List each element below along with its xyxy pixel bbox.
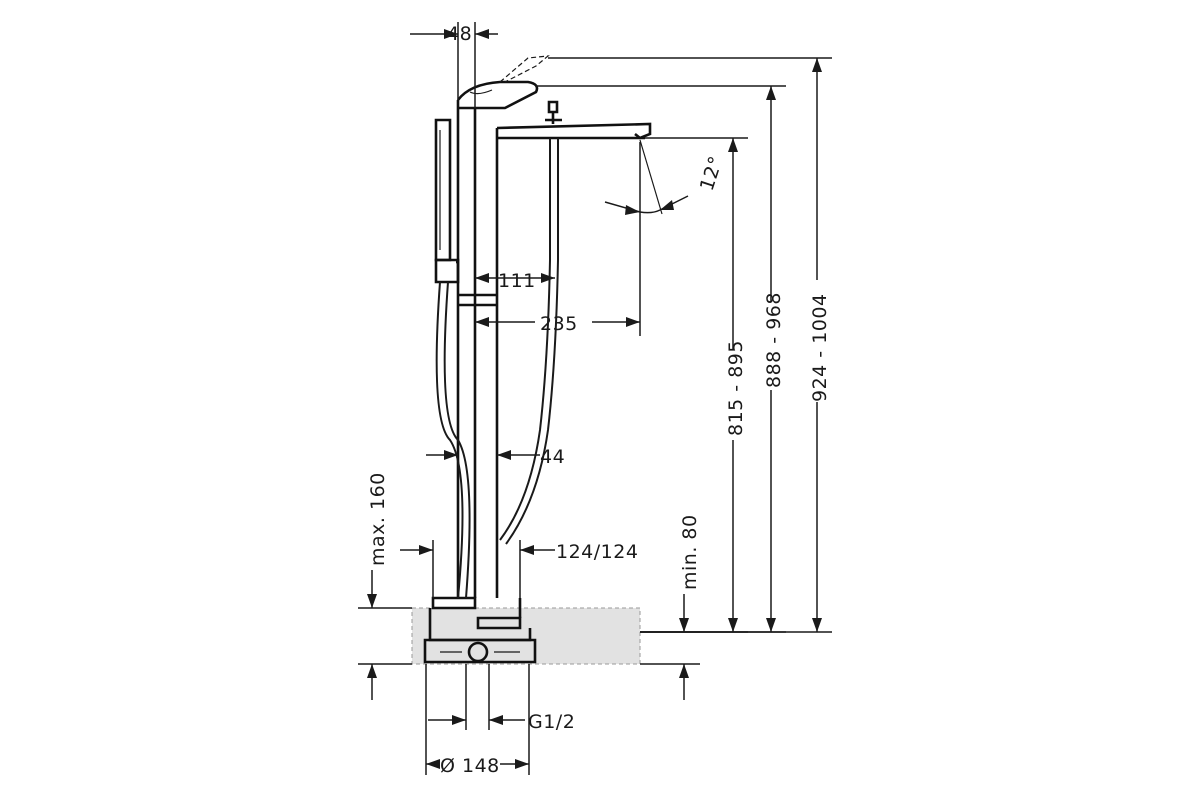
dim-spout-reach: 235 — [475, 142, 641, 336]
dim-thread-label: G1/2 — [528, 711, 575, 733]
dim-col-width-label: 44 — [540, 446, 565, 468]
dim-flange-dia: Ø 148 — [425, 664, 530, 777]
dim-height-total-label: 924 - 1004 — [809, 293, 831, 402]
dim-width-top-label: 48 — [447, 23, 472, 45]
dim-height-spout-label: 815 - 895 — [725, 340, 747, 436]
dim-max-cover-label: max. 160 — [367, 472, 389, 566]
dim-spout-reach-label: 235 — [540, 313, 578, 335]
dim-thread: G1/2 — [428, 664, 575, 733]
dim-max-cover: max. 160 — [358, 472, 412, 700]
hand-shower — [434, 118, 460, 284]
dim-height-lever-label: 888 - 968 — [763, 292, 785, 388]
dim-base-width-label: 124/124 — [556, 541, 638, 563]
dim-height-total: 924 - 1004 — [548, 57, 832, 633]
dim-col-width: 44 — [426, 446, 565, 468]
dim-spout-inner: 111 — [475, 270, 555, 292]
dim-flange-dia-label: Ø 148 — [440, 755, 500, 777]
dim-min-cover-label: min. 80 — [679, 514, 701, 590]
dim-angle-label: 12° — [696, 153, 728, 193]
dim-base-width: 124/124 — [400, 540, 638, 598]
dim-width-top: 48 — [410, 22, 498, 108]
lever-swing-outline — [499, 55, 550, 83]
faucet-body — [423, 80, 652, 664]
floor-surface — [411, 607, 641, 665]
hose-bracket — [458, 293, 497, 307]
dim-min-cover: min. 80 — [640, 514, 701, 700]
dim-angle: 12° — [604, 139, 728, 215]
dim-height-spout: 815 - 895 — [640, 137, 748, 633]
shower-hose — [435, 138, 559, 599]
dim-spout-inner-label: 111 — [498, 270, 536, 292]
